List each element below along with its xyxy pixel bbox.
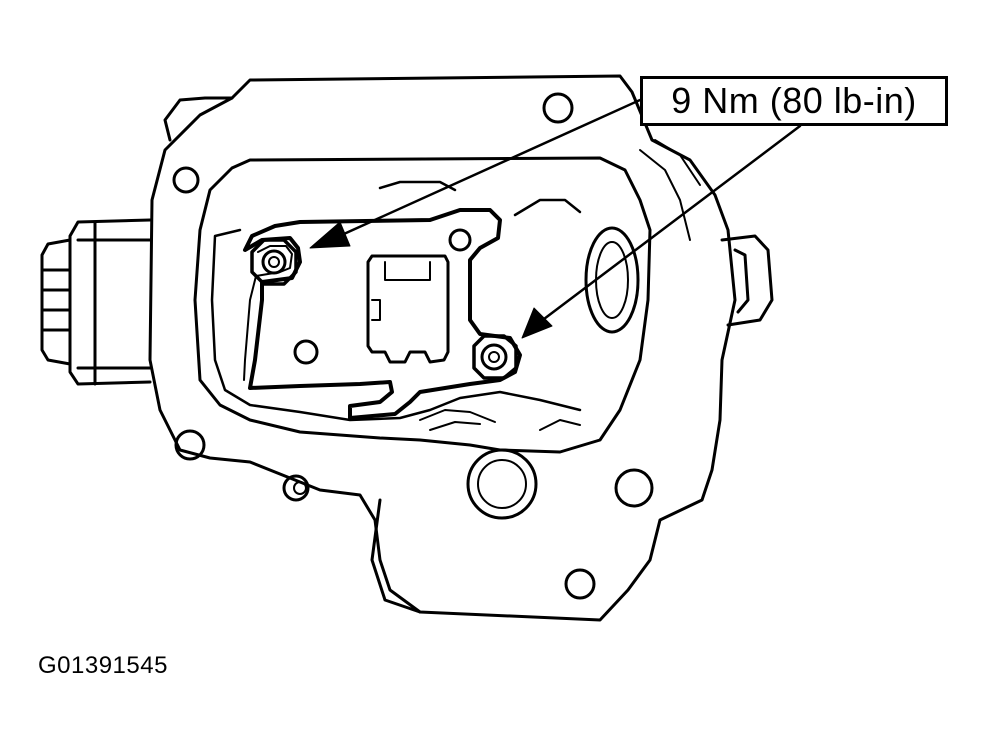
casting-ripple [539, 419, 581, 431]
torque-callout: 9 Nm (80 lb-in) [640, 76, 948, 126]
mounting-hole [172, 166, 200, 194]
mounting-hole [293, 481, 307, 495]
left-fitting [40, 218, 152, 386]
mounting-hole [174, 429, 206, 461]
right-port-inner [595, 241, 629, 319]
bolt-left [250, 238, 298, 286]
housing-outline [148, 74, 737, 622]
bolt-right [472, 334, 518, 380]
mounting-hole [293, 339, 319, 365]
cover-plate [243, 208, 522, 420]
mounting-hole [564, 568, 596, 600]
large-bore-inner [477, 459, 527, 509]
large-bore [466, 448, 538, 520]
leader-line-left [333, 98, 642, 240]
casting-ripple [429, 421, 481, 431]
upper-ridge [654, 139, 701, 186]
upper-boss [513, 198, 582, 217]
top-lug [163, 96, 234, 142]
center-boss-slot [384, 261, 431, 281]
arrowhead-right [521, 307, 553, 339]
right-port [584, 226, 640, 334]
mounting-hole [542, 92, 574, 124]
center-boss-tab [371, 299, 381, 321]
mounting-hole [614, 468, 654, 508]
upper-ridge [639, 149, 691, 241]
casting-ripple [419, 409, 496, 423]
figure-id: G01391545 [38, 652, 168, 679]
inner-wall [210, 228, 582, 422]
mounting-hole [282, 474, 310, 502]
torque-label: 9 Nm (80 lb-in) [671, 80, 917, 121]
mounting-hole [448, 228, 472, 252]
arrowhead-left [309, 221, 351, 249]
lower-casting [370, 498, 422, 614]
right-fitting [720, 234, 774, 327]
cover-plate-inner [243, 245, 293, 381]
center-boss [366, 254, 450, 364]
leader-line-right [538, 124, 802, 324]
